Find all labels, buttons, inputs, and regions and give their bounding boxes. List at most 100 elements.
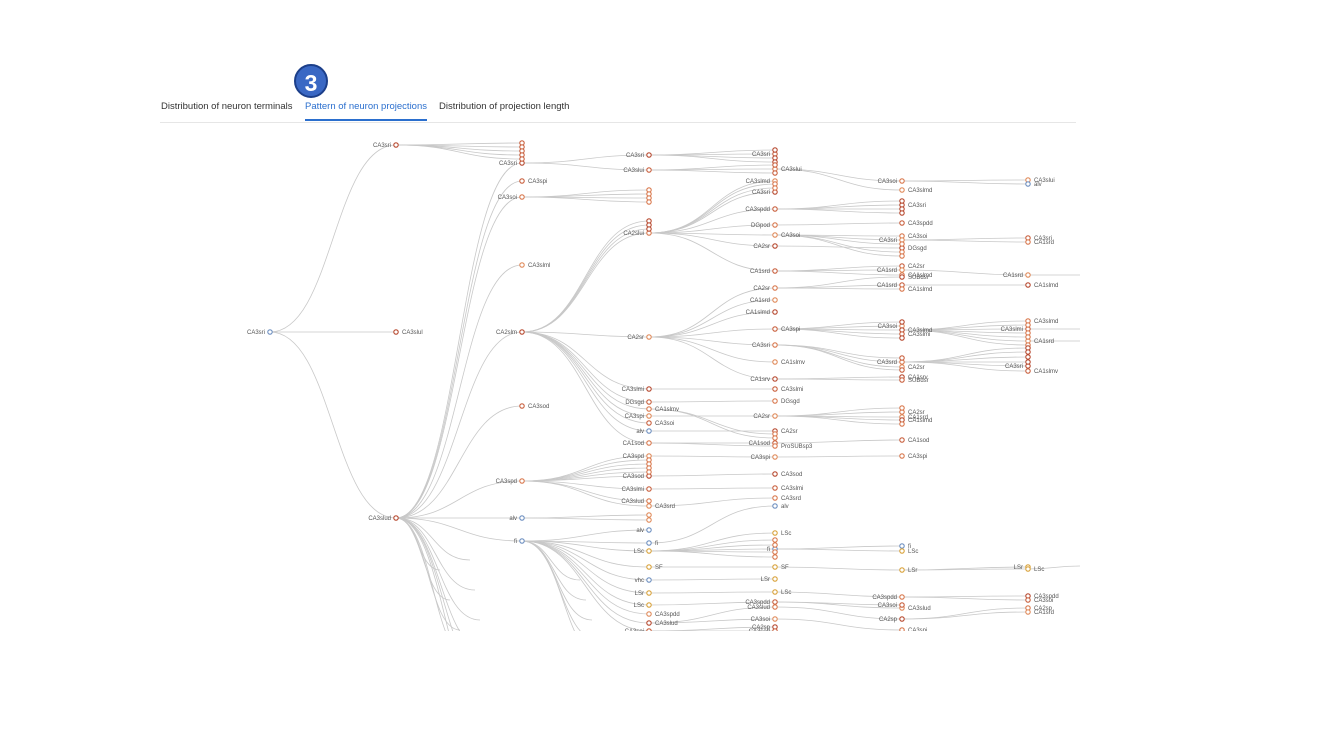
tree-node[interactable] bbox=[899, 335, 905, 341]
tree-node[interactable] bbox=[519, 194, 525, 200]
tree-node[interactable] bbox=[646, 602, 652, 608]
tree-node[interactable] bbox=[772, 554, 778, 560]
tree-node[interactable] bbox=[899, 286, 905, 292]
tree-node[interactable] bbox=[772, 185, 778, 191]
tree-node[interactable] bbox=[772, 628, 778, 633]
tree-node[interactable] bbox=[899, 453, 905, 459]
tree-node[interactable] bbox=[1025, 282, 1031, 288]
tree-node[interactable] bbox=[519, 329, 525, 335]
tree-node[interactable] bbox=[772, 413, 778, 419]
tree-node[interactable] bbox=[899, 548, 905, 554]
tab-pattern-of-neuron-projections[interactable]: Pattern of neuron projections bbox=[305, 101, 427, 121]
tree-node[interactable] bbox=[519, 538, 525, 544]
tree-node[interactable] bbox=[899, 274, 905, 280]
tree-node[interactable] bbox=[899, 567, 905, 573]
tree-node[interactable] bbox=[267, 329, 273, 335]
tree-node[interactable] bbox=[646, 226, 652, 232]
tree-node[interactable] bbox=[772, 471, 778, 477]
tree-node[interactable] bbox=[772, 297, 778, 303]
tree-node[interactable] bbox=[646, 440, 652, 446]
tree-node[interactable] bbox=[899, 377, 905, 383]
tree-node[interactable] bbox=[519, 178, 525, 184]
tree-node[interactable] bbox=[772, 564, 778, 570]
tree-node[interactable] bbox=[646, 503, 652, 509]
tree-node[interactable] bbox=[772, 537, 778, 543]
tree-node[interactable] bbox=[772, 503, 778, 509]
tree-node[interactable] bbox=[1025, 322, 1031, 328]
tree-node[interactable] bbox=[646, 577, 652, 583]
tree-node[interactable] bbox=[772, 285, 778, 291]
tree-node[interactable] bbox=[772, 530, 778, 536]
tree-node[interactable] bbox=[899, 198, 905, 204]
tree-node[interactable] bbox=[646, 590, 652, 596]
tree-node[interactable] bbox=[646, 512, 652, 518]
tree-node[interactable] bbox=[646, 517, 652, 523]
tree-node[interactable] bbox=[772, 243, 778, 249]
tree-node[interactable] bbox=[646, 620, 652, 626]
tree-node[interactable] bbox=[772, 386, 778, 392]
tree-node[interactable] bbox=[899, 437, 905, 443]
tree-node[interactable] bbox=[1025, 359, 1031, 365]
tree-node[interactable] bbox=[646, 486, 652, 492]
tree-node[interactable] bbox=[772, 342, 778, 348]
tree-node[interactable] bbox=[899, 210, 905, 216]
tree-node[interactable] bbox=[899, 405, 905, 411]
tree-node[interactable] bbox=[772, 309, 778, 315]
tree-node[interactable] bbox=[772, 599, 778, 605]
tree-node[interactable] bbox=[1025, 566, 1031, 572]
tree-node[interactable] bbox=[646, 199, 652, 205]
tree-node[interactable] bbox=[519, 262, 525, 268]
tree-node[interactable] bbox=[1025, 239, 1031, 245]
tree-node[interactable] bbox=[899, 178, 905, 184]
tree-node[interactable] bbox=[899, 627, 905, 632]
tree-node[interactable] bbox=[772, 616, 778, 622]
tree-node[interactable] bbox=[646, 420, 652, 426]
tree-node[interactable] bbox=[772, 542, 778, 548]
tree-node[interactable] bbox=[772, 376, 778, 382]
tree-node[interactable] bbox=[646, 386, 652, 392]
tree-node[interactable] bbox=[1025, 349, 1031, 355]
tree-node[interactable] bbox=[899, 602, 905, 608]
tree-node[interactable] bbox=[772, 326, 778, 332]
tree-node[interactable] bbox=[519, 515, 525, 521]
tree-node[interactable] bbox=[899, 187, 905, 193]
tree-node[interactable] bbox=[1025, 609, 1031, 615]
tree-node[interactable] bbox=[1025, 354, 1031, 360]
tree-node[interactable] bbox=[772, 454, 778, 460]
tree-node[interactable] bbox=[646, 548, 652, 554]
tree-node[interactable] bbox=[772, 495, 778, 501]
tree-node[interactable] bbox=[899, 241, 905, 247]
tree-node[interactable] bbox=[519, 156, 525, 162]
tree-node[interactable] bbox=[393, 142, 399, 148]
tree-node[interactable] bbox=[772, 222, 778, 228]
tree-node[interactable] bbox=[772, 170, 778, 176]
tree-node[interactable] bbox=[646, 564, 652, 570]
tree-node[interactable] bbox=[393, 329, 399, 335]
tree-node[interactable] bbox=[646, 167, 652, 173]
tree-node[interactable] bbox=[772, 206, 778, 212]
tree-node[interactable] bbox=[772, 604, 778, 610]
tree-node[interactable] bbox=[899, 355, 905, 361]
tree-node[interactable] bbox=[1025, 181, 1031, 187]
tree-node[interactable] bbox=[772, 232, 778, 238]
tree-node[interactable] bbox=[899, 253, 905, 259]
tree-node[interactable] bbox=[899, 220, 905, 226]
tree-node[interactable] bbox=[519, 403, 525, 409]
tree-node[interactable] bbox=[1025, 597, 1031, 603]
tree-node[interactable] bbox=[772, 589, 778, 595]
tree-node[interactable] bbox=[646, 540, 652, 546]
tree-node[interactable] bbox=[393, 515, 399, 521]
tree-node[interactable] bbox=[899, 267, 905, 273]
tree-node[interactable] bbox=[772, 359, 778, 365]
tree-node[interactable] bbox=[646, 628, 652, 633]
tree-node[interactable] bbox=[899, 421, 905, 427]
tree-node[interactable] bbox=[646, 498, 652, 504]
tree-node[interactable] bbox=[899, 319, 905, 325]
tree-node[interactable] bbox=[772, 268, 778, 274]
tree-node[interactable] bbox=[772, 162, 778, 168]
tree-node[interactable] bbox=[646, 611, 652, 617]
tree-node[interactable] bbox=[899, 543, 905, 549]
tree-node[interactable] bbox=[772, 435, 778, 441]
tree-node[interactable] bbox=[772, 443, 778, 449]
tree-node[interactable] bbox=[899, 594, 905, 600]
